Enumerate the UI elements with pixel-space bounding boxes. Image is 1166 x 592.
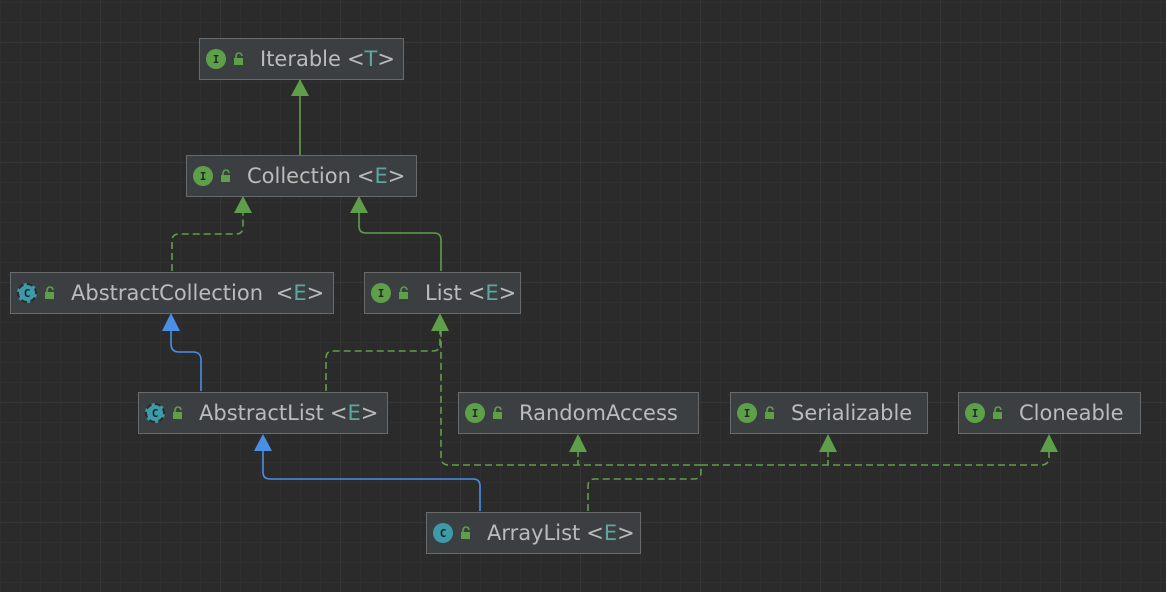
node-name: AbstractList (199, 401, 324, 425)
public-lock-icon (493, 406, 502, 419)
arrowhead-list (431, 313, 449, 331)
node-abstract-collection[interactable]: C AbstractCollection <E> (10, 272, 334, 314)
edge-list-collection (358, 212, 442, 271)
arrowhead-abstractcollection (162, 313, 180, 331)
edge-abstractcollection-collection (171, 212, 244, 271)
public-lock-icon (45, 286, 54, 299)
type-params: <E> (586, 521, 635, 545)
arrowhead-abstractlist (254, 434, 272, 451)
node-name: Cloneable (1019, 401, 1124, 425)
arrowhead-serializable (819, 434, 837, 452)
public-lock-icon (399, 286, 408, 299)
node-name: Iterable (260, 47, 341, 71)
node-name: RandomAccess (519, 401, 678, 425)
public-lock-icon (173, 406, 182, 419)
node-iterable[interactable]: I Iterable <T> (199, 38, 404, 80)
edge-abstractlist-list (325, 330, 441, 391)
public-lock-icon (765, 406, 774, 419)
type-params: <E> (275, 281, 325, 305)
node-list[interactable]: I List <E> (364, 272, 521, 314)
edge-abstractlist-abstractcollection (170, 330, 202, 391)
edge-arraylist-abstractlist (262, 450, 481, 511)
interface-icon: I (965, 403, 985, 423)
abstract-class-icon: C (17, 283, 37, 303)
interface-icon: I (193, 166, 213, 186)
abstract-class-icon: C (145, 403, 165, 423)
arrowhead-randomaccess (569, 434, 587, 452)
node-name: List (425, 281, 462, 305)
type-params: <E> (467, 281, 517, 305)
node-array-list[interactable]: C ArrayList <E> (426, 512, 641, 554)
edge-bus-list (440, 331, 701, 466)
edge-arraylist-bus (587, 465, 702, 511)
node-collection[interactable]: I Collection <E> (186, 155, 417, 197)
arrowhead-iterable (291, 79, 309, 96)
interface-icon: I (465, 403, 485, 423)
type-params: <E> (329, 401, 379, 425)
node-name: Serializable (791, 401, 913, 425)
node-name: ArrayList (487, 521, 581, 545)
public-lock-icon (234, 52, 243, 65)
arrowhead-cloneable (1040, 434, 1058, 452)
public-lock-icon (221, 169, 230, 182)
arrowhead-collection-right (350, 196, 368, 213)
type-params: <E> (356, 164, 406, 188)
node-random-access[interactable]: I RandomAccess (458, 392, 699, 434)
node-abstract-list[interactable]: C AbstractList <E> (138, 392, 388, 434)
arrowhead-collection-left (234, 196, 252, 213)
edge-bus-cloneable (701, 452, 1050, 466)
interface-icon: I (206, 49, 226, 69)
class-icon: C (433, 523, 453, 543)
interface-icon: I (737, 403, 757, 423)
node-cloneable[interactable]: I Cloneable (958, 392, 1141, 434)
node-name: AbstractCollection (71, 281, 270, 305)
node-serializable[interactable]: I Serializable (730, 392, 928, 434)
type-params: <T> (346, 47, 395, 71)
node-name: Collection (247, 164, 351, 188)
public-lock-icon (993, 406, 1002, 419)
interface-icon: I (371, 283, 391, 303)
public-lock-icon (461, 526, 470, 539)
